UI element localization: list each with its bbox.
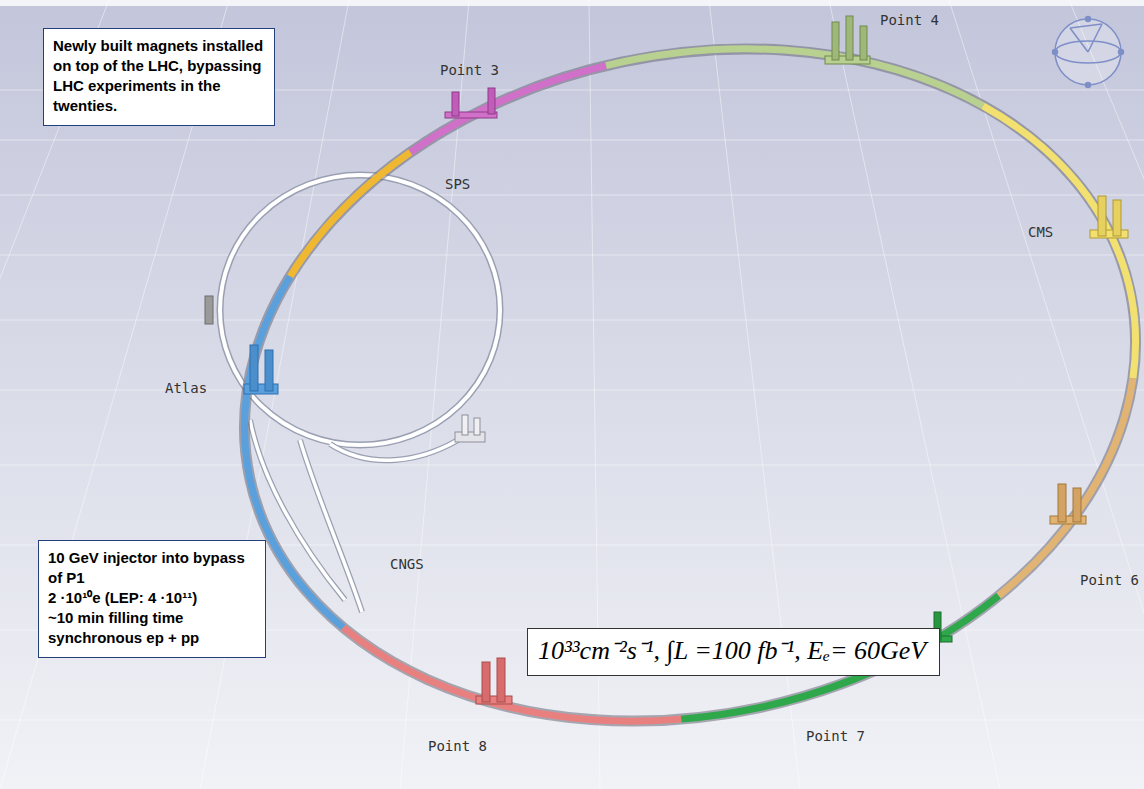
compass-ring <box>1055 19 1121 85</box>
ring-shadow <box>181 0 1144 789</box>
compass-dot <box>1086 83 1091 88</box>
ring-sector <box>606 0 983 181</box>
ring-sector <box>983 84 1144 397</box>
location-label: Point 8 <box>428 738 487 754</box>
ring-sector <box>401 66 615 153</box>
cms-shafts <box>1090 196 1128 238</box>
shaft <box>1113 200 1121 236</box>
callout-text: Newly built magnets installed on top of … <box>53 36 265 116</box>
compass-needle <box>1070 24 1102 28</box>
shaft <box>832 22 839 60</box>
point4-shafts <box>825 16 870 64</box>
compass-needle <box>1070 28 1088 52</box>
cavern <box>1090 230 1128 238</box>
callout-text: 10 GeV injector into bypass of P1 <box>48 548 256 588</box>
callout-text: 2 ·10¹⁰e (LEP: 4 ·10¹¹) <box>48 588 256 608</box>
callout-box: Newly built magnets installed on top of … <box>43 28 275 126</box>
cngs-line <box>330 440 458 460</box>
location-label: Point 3 <box>440 62 499 78</box>
shaft <box>488 88 495 114</box>
point8-shafts <box>476 658 512 704</box>
location-label: Point 7 <box>806 728 865 744</box>
shaft <box>1073 488 1081 522</box>
callout-text: ~10 min filling time <box>48 608 256 628</box>
cavern <box>476 696 512 704</box>
cngs-shaft <box>474 418 480 435</box>
shaft <box>250 345 258 391</box>
compass-dot <box>1119 50 1124 55</box>
grid-line <box>0 255 1144 256</box>
ring-sector <box>960 378 1144 596</box>
injector-shaft <box>205 296 213 324</box>
cngs-shaft <box>462 415 468 435</box>
shaft <box>860 26 867 60</box>
location-label: Atlas <box>165 380 207 396</box>
grid-line <box>0 465 1144 466</box>
shaft <box>1058 484 1066 522</box>
grid-line <box>0 195 1144 196</box>
location-label: CMS <box>1028 224 1053 240</box>
shaft <box>265 350 273 391</box>
location-label: SPS <box>445 176 470 192</box>
atlas-shafts <box>244 345 278 394</box>
compass-icon <box>1053 17 1124 88</box>
shaft <box>846 16 853 60</box>
point6-shafts <box>1050 484 1086 524</box>
compass-dot <box>1053 50 1058 55</box>
sps-ring <box>220 175 500 445</box>
callout-text: synchronous ep + pp <box>48 628 256 648</box>
top-strip <box>0 0 1144 6</box>
transfer-line-shadow <box>300 440 362 612</box>
location-label: Point 6 <box>1080 572 1139 588</box>
formula-box: 10³³cm⁻²s⁻¹, ∫L =100 fb⁻¹, Eₑ= 60GeV <box>527 628 940 676</box>
ring-sector <box>270 152 431 276</box>
grid-line <box>0 320 1144 321</box>
compass-needle <box>1088 24 1102 52</box>
shaft <box>1098 196 1106 236</box>
sps-ring-shadow <box>220 175 500 445</box>
shaft <box>497 658 505 702</box>
shaft <box>482 662 490 702</box>
transfer-line <box>300 440 362 612</box>
location-label: Point 4 <box>880 12 939 28</box>
compass-dot <box>1086 17 1091 22</box>
location-label: CNGS <box>390 556 424 572</box>
callout-box: 10 GeV injector into bypass of P12 ·10¹⁰… <box>38 540 266 658</box>
grid-line <box>0 140 1144 141</box>
formula-text: 10³³cm⁻²s⁻¹, ∫L =100 fb⁻¹, Eₑ= 60GeV <box>538 635 926 666</box>
point3-shafts <box>445 88 497 118</box>
grid-line <box>949 0 1144 789</box>
cngs-line-shadow <box>330 440 458 460</box>
lhc-ring <box>181 0 1144 789</box>
shaft <box>452 92 459 116</box>
